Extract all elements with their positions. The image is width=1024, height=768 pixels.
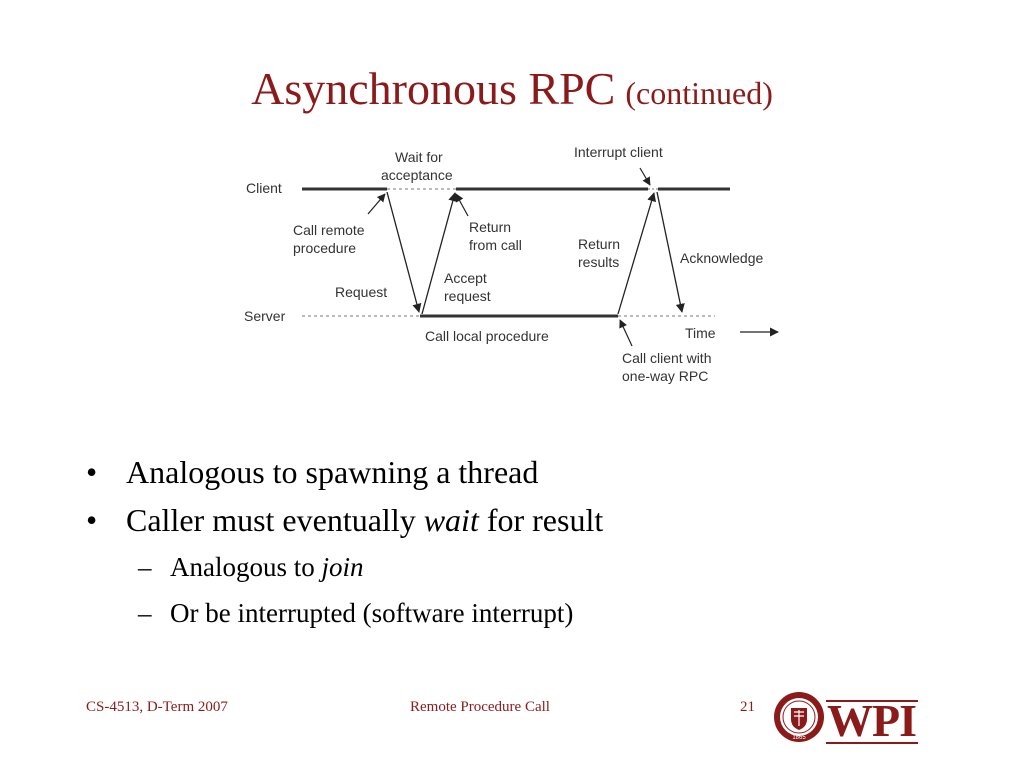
acknowledge-label: Acknowledge [680,250,763,266]
sub-bullet-2: –Or be interrupted (software interrupt) [138,590,966,636]
wpi-logo-text: WPI [827,695,917,746]
call-client-label-1: Call client with [622,350,711,366]
wpi-seal-icon: 1865 [774,692,824,742]
title-sub: (continued) [625,75,773,111]
time-label: Time [685,325,716,341]
request-arrow [386,191,422,313]
footer-topic: Remote Procedure Call [410,699,550,715]
interrupt-pointer [639,167,651,186]
client-label: Client [246,180,282,196]
footer-course: CS-4513, D-Term 2007 [86,699,228,715]
return-results-arrow [617,192,657,315]
call-local-label: Call local procedure [425,328,549,344]
accept-label-1: Accept [444,270,487,286]
interrupt-client-label: Interrupt client [574,144,663,160]
wpi-logo-rule-top [826,700,918,702]
wait-label-2: acceptance [381,167,453,183]
return-from-label-1: Return [469,219,511,235]
bullet-dot: • [86,454,98,490]
server-label: Server [244,308,286,324]
bullet-1-text: Analogous to spawning a thread [126,454,539,490]
sub-bullet-dash: – [138,552,152,582]
call-remote-label-1: Call remote [293,222,365,238]
wpi-logo-rule-bottom [826,742,918,744]
bullet-2-emphasis: wait [423,502,479,538]
sub-bullet-dash: – [138,598,152,628]
sub-bullet-1-emphasis: join [321,552,364,582]
call-client-pointer [619,319,633,347]
acknowledge-arrow [656,191,685,313]
title-main: Asynchronous RPC [251,63,616,114]
return-results-label-1: Return [578,236,620,252]
bullet-list: • Analogous to spawning a thread • Caller … [86,448,966,636]
svg-text:1865: 1865 [792,735,806,741]
return-from-label-2: from call [469,237,522,253]
slide-title: Asynchronous RPC (continued) [0,62,1024,115]
bullet-2: • Caller must eventually wait for result [86,496,966,544]
call-client-label-2: one-way RPC [622,368,708,384]
return-results-label-2: results [578,254,619,270]
bullet-2-text-before: Caller must eventually [126,502,424,538]
accept-label-2: request [444,288,491,304]
bullet-1: • Analogous to spawning a thread [86,448,966,496]
request-label: Request [335,284,387,300]
wait-label-1: Wait for [395,149,443,165]
call-remote-pointer [367,193,386,215]
bullet-dot: • [86,502,98,538]
sub-bullet-2-text: Or be interrupted (software interrupt) [170,598,574,628]
call-remote-label-2: procedure [293,240,356,256]
sub-bullet-1-text: Analogous to [170,552,322,582]
async-rpc-diagram: Client Server Wait for acceptance Interr… [244,144,779,384]
bullet-2-text-after: for result [478,502,604,538]
return-from-pointer [455,193,469,217]
accept-arrow [421,192,458,315]
sub-bullet-1: –Analogous to join [138,544,966,590]
footer-page-number: 21 [740,699,755,715]
